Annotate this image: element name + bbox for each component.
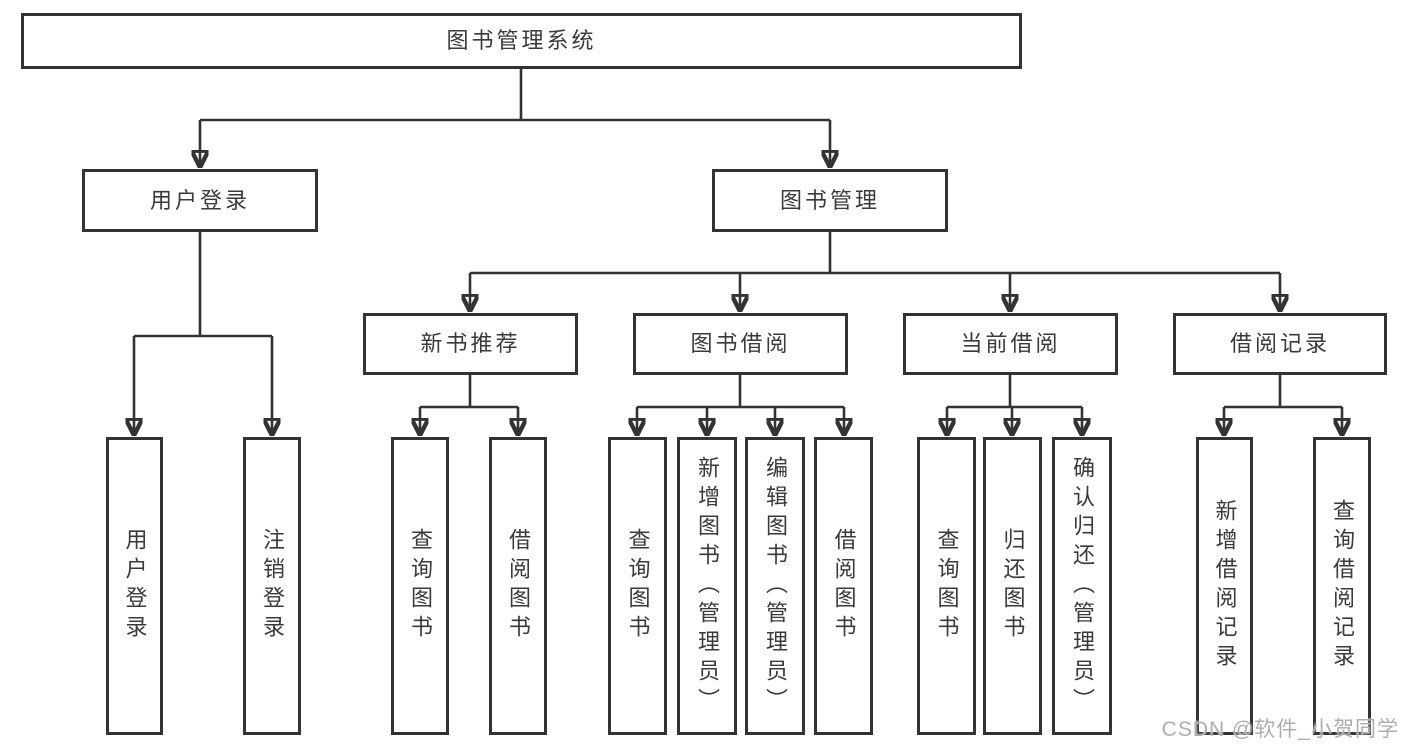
leaf-recommend-query-book: 查询图书 — [391, 437, 449, 735]
leaf-current-confirm-return-admin: 确认归还（管理员） — [1052, 437, 1112, 735]
leaf-borrow-add-book-admin: 新增图书（管理员） — [677, 437, 737, 735]
leaf-records-add-record: 新增借阅记录 — [1196, 437, 1253, 735]
leaf-records-query-record: 查询借阅记录 — [1313, 437, 1371, 735]
node-book-management: 图书管理 — [712, 169, 948, 232]
leaf-borrow-borrow-book: 借阅图书 — [814, 437, 873, 735]
leaf-borrow-edit-book-admin: 编辑图书（管理员） — [745, 437, 805, 735]
node-borrow-records: 借阅记录 — [1173, 313, 1387, 375]
leaf-borrow-query-book: 查询图书 — [608, 437, 667, 735]
node-user-login: 用户登录 — [82, 169, 318, 232]
csdn-watermark: CSDN @软件_小贺同学 — [1161, 718, 1399, 741]
node-current-borrow: 当前借阅 — [903, 313, 1118, 375]
node-book-borrow: 图书借阅 — [633, 313, 848, 375]
leaf-recommend-borrow-book: 借阅图书 — [489, 437, 547, 735]
node-library-system: 图书管理系统 — [21, 13, 1022, 69]
leaf-user-login: 用户登录 — [106, 437, 163, 735]
leaf-current-query-book: 查询图书 — [917, 437, 976, 735]
leaf-current-return-book: 归还图书 — [983, 437, 1042, 735]
leaf-logout: 注销登录 — [243, 437, 301, 735]
node-new-book-recommend: 新书推荐 — [363, 313, 578, 375]
